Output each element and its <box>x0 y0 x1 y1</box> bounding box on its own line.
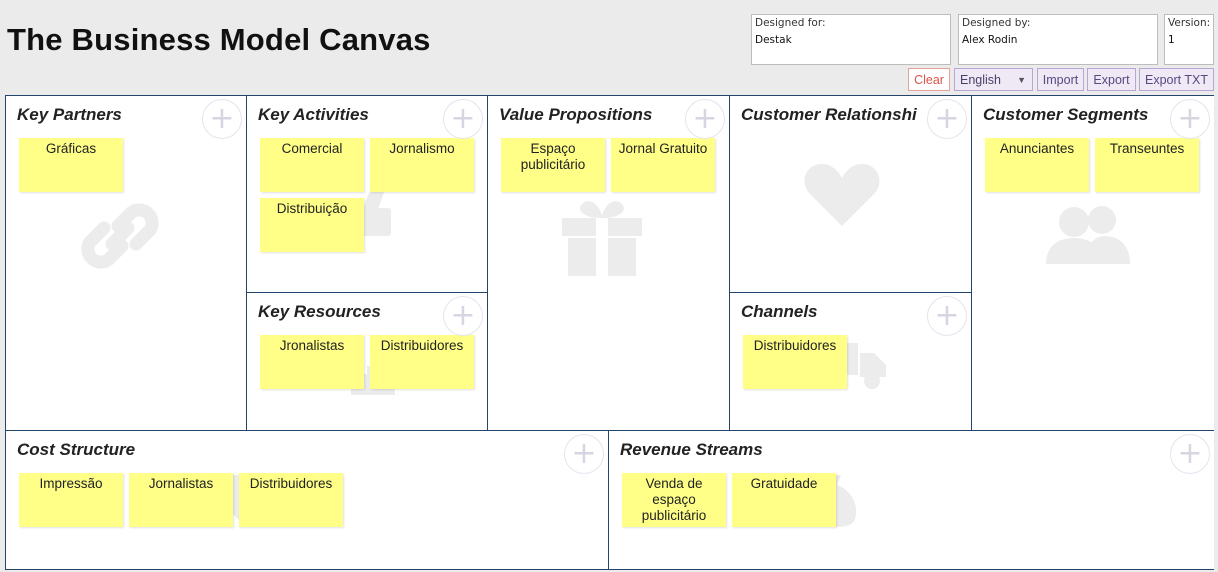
sticky-note[interactable]: Gratuidade <box>732 473 836 527</box>
version-field[interactable]: Version: 1 <box>1164 14 1214 65</box>
link-icon <box>81 203 159 269</box>
version-label: Version: <box>1168 17 1211 29</box>
sticky-note[interactable]: Jornalismo <box>370 138 474 192</box>
designed-for-value[interactable]: Destak <box>755 34 792 46</box>
language-select[interactable]: English ▼ <box>954 68 1033 91</box>
key-partners-block: Key Partners + Gráficas <box>6 96 247 431</box>
cost-structure-block: Cost Structure + Impressão Jornalistas D… <box>6 431 609 569</box>
channels-block: Channels + Distribuidores <box>730 293 972 431</box>
add-note-button[interactable]: + <box>443 99 483 139</box>
import-button[interactable]: Import <box>1037 68 1084 91</box>
key-partners-title: Key Partners <box>17 105 122 124</box>
add-note-button[interactable]: + <box>1170 99 1210 139</box>
sticky-note[interactable]: Distribuidores <box>743 335 847 389</box>
version-value[interactable]: 1 <box>1168 34 1175 46</box>
export-button[interactable]: Export <box>1087 68 1136 91</box>
revenue-streams-title: Revenue Streams <box>620 440 763 459</box>
sticky-note[interactable]: Comercial <box>260 138 364 192</box>
heart-icon <box>804 163 880 226</box>
business-model-canvas: Key Partners + Gráficas Key Activities + <box>5 95 1214 570</box>
add-note-button[interactable]: + <box>564 434 604 474</box>
value-propositions-title: Value Propositions <box>499 105 653 124</box>
chevron-down-icon: ▼ <box>1017 74 1026 85</box>
customer-segments-title: Customer Segments <box>983 105 1149 124</box>
sticky-note[interactable]: Jornal Gratuito <box>611 138 715 192</box>
sticky-note[interactable]: Anunciantes <box>985 138 1089 192</box>
key-activities-title: Key Activities <box>258 105 369 124</box>
users-icon <box>1046 206 1130 264</box>
key-activities-block: Key Activities + Comercial Jornalismo Di… <box>247 96 488 293</box>
sticky-note[interactable]: Distribuidores <box>370 335 474 389</box>
gift-icon <box>562 201 642 276</box>
add-note-button[interactable]: + <box>202 99 242 139</box>
designed-by-value[interactable]: Alex Rodin <box>962 34 1018 46</box>
clear-button[interactable]: Clear <box>908 68 950 91</box>
sticky-note[interactable]: Jornalistas <box>129 473 233 527</box>
export-txt-button[interactable]: Export TXT <box>1139 68 1214 91</box>
revenue-streams-block: Revenue Streams + Venda de espaço public… <box>609 431 1214 569</box>
customer-segments-block: Customer Segments + Anunciantes Transeun… <box>972 96 1214 431</box>
sticky-note[interactable]: Impressão <box>19 473 123 527</box>
key-resources-block: Key Resources + Jronalistas Distribuidor… <box>247 293 488 431</box>
add-note-button[interactable]: + <box>443 296 483 336</box>
language-select-value: English <box>960 72 1001 87</box>
page-title: The Business Model Canvas <box>7 22 431 57</box>
sticky-note[interactable]: Espaço publicitário <box>501 138 605 192</box>
sticky-note[interactable]: Distribuição <box>260 198 364 252</box>
sticky-note[interactable]: Jronalistas <box>260 335 364 389</box>
designed-by-label: Designed by: <box>962 17 1031 29</box>
sticky-note[interactable]: Transeuntes <box>1095 138 1199 192</box>
add-note-button[interactable]: + <box>1170 434 1210 474</box>
key-resources-title: Key Resources <box>258 302 381 321</box>
channels-title: Channels <box>741 302 818 321</box>
sticky-note[interactable]: Venda de espaço publicitário <box>622 473 726 527</box>
designed-for-field[interactable]: Designed for: Destak <box>751 14 951 65</box>
designed-by-field[interactable]: Designed by: Alex Rodin <box>958 14 1158 65</box>
add-note-button[interactable]: + <box>927 296 967 336</box>
customer-relationships-block: Customer Relationshi + <box>730 96 972 293</box>
cost-structure-title: Cost Structure <box>17 440 136 459</box>
add-note-button[interactable]: + <box>685 99 725 139</box>
designed-for-label: Designed for: <box>755 17 826 29</box>
value-propositions-block: Value Propositions + Espaço publicitário… <box>488 96 730 431</box>
sticky-note[interactable]: Gráficas <box>19 138 123 192</box>
customer-relationships-title: Customer Relationshi <box>741 105 917 124</box>
sticky-note[interactable]: Distribuidores <box>239 473 343 527</box>
add-note-button[interactable]: + <box>927 99 967 139</box>
